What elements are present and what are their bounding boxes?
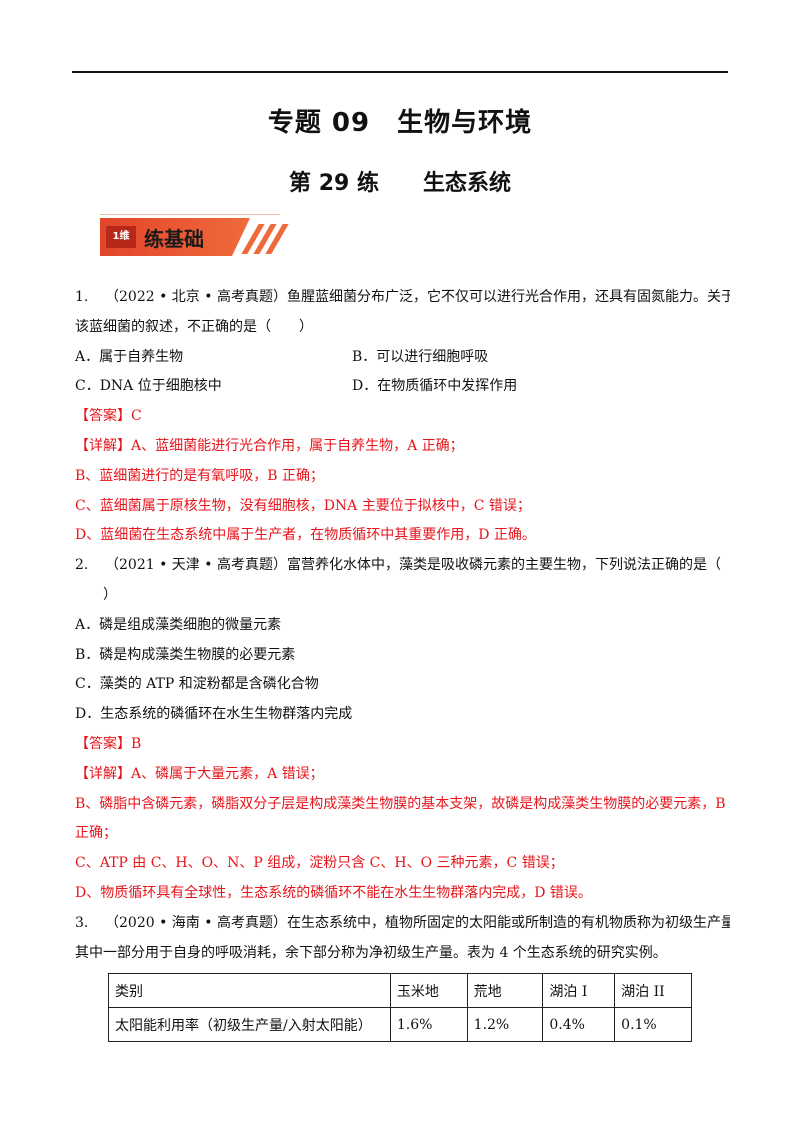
- table-header-cell: 荒地: [466, 973, 544, 1008]
- data-table: 类别 玉米地 荒地 湖泊 I 湖泊 II 太阳能利用率（初级生产量/入射太阳能）…: [108, 973, 692, 1042]
- question-stem: 鱼腥蓝细菌分布广泛，它不仅可以进行光合作用，还具有固氮能力。关于: [286, 289, 730, 305]
- table-cell: 1.2%: [466, 1007, 544, 1042]
- answer-line: 【答案】C: [75, 402, 730, 432]
- question-content: 1. （2022 • 北京 • 高考真题）鱼腥蓝细菌分布广泛，它不仅可以进行光合作…: [75, 283, 730, 968]
- question-number: 2.: [75, 557, 89, 574]
- question-stem: 富营养化水体中，藻类是吸收磷元素的主要生物，下列说法正确的是（: [286, 557, 721, 574]
- answer-label: 【答案】: [75, 735, 131, 752]
- answer-value: B: [131, 735, 142, 752]
- top-rule: [72, 71, 728, 73]
- option-c: C．藻类的 ATP 和淀粉都是含磷化合物: [75, 676, 319, 693]
- explain-line: 正确；: [75, 825, 117, 842]
- table-cell: 0.4%: [542, 1007, 616, 1042]
- answer-line: 【答案】B: [75, 730, 730, 760]
- answer-label: 【答案】: [75, 408, 131, 425]
- explain-line: B、蓝细菌进行的是有氧呼吸，B 正确；: [75, 467, 325, 484]
- table-header-cell: 玉米地: [389, 973, 468, 1008]
- question-stem: ）: [75, 586, 117, 603]
- table-header-cell: 类别: [108, 973, 391, 1008]
- explain-line: 【详解】A、蓝细菌能进行光合作用，属于自养生物，A 正确；: [75, 437, 464, 454]
- banner-top-line: [100, 214, 280, 215]
- answer-value: C: [131, 408, 142, 425]
- question-stem: 其中一部分用于自身的呼吸消耗，余下部分称为净初级生产量。表为 4 个生态系统的研…: [75, 944, 667, 961]
- question-source: （2022 • 北京 • 高考真题）: [105, 289, 287, 305]
- explain-line: C、蓝细菌属于原核生物，没有细胞核，DNA 主要位于拟核中，C 错误；: [75, 497, 531, 514]
- option-c: C．DNA 位于细胞核中: [75, 378, 222, 395]
- question-source: （2021 • 天津 • 高考真题）: [105, 557, 287, 574]
- banner-tag: 1维: [106, 226, 136, 248]
- explain-line: D、物质循环具有全球性，生态系统的磷循环不能在水生生物群落内完成，D 错误。: [75, 884, 592, 901]
- option-a: A．属于自养生物: [75, 348, 184, 365]
- option-b: B．磷是构成藻类生物膜的必要元素: [75, 646, 296, 663]
- option-d: D．生态系统的磷循环在水生生物群落内完成: [75, 706, 353, 723]
- options-row: A．属于自养生物 B．可以进行细胞呼吸: [75, 343, 730, 373]
- table-header-cell: 湖泊 I: [542, 973, 616, 1008]
- section-banner: 1维 练基础: [100, 214, 290, 258]
- page-subtitle: 第 29 练 生态系统: [289, 171, 511, 196]
- explain-line: D、蓝细菌在生态系统中属于生产者，在物质循环中其重要作用，D 正确。: [75, 527, 536, 544]
- option-d: D．在物质循环中发挥作用: [352, 378, 518, 395]
- explain-line: C、ATP 由 C、H、O、N、P 组成，淀粉只含 C、H、O 三种元素，C 错…: [75, 855, 564, 872]
- explain-line: 【详解】A、磷属于大量元素，A 错误；: [75, 765, 324, 782]
- option-a: A．磷是组成藻类细胞的微量元素: [75, 616, 282, 633]
- question-1-line-1: 1. （2022 • 北京 • 高考真题）鱼腥蓝细菌分布广泛，它不仅可以进行光合作…: [75, 283, 730, 313]
- table-cell: 1.6%: [389, 1007, 468, 1042]
- question-source: （2020 • 海南 • 高考真题）: [105, 914, 287, 931]
- question-2-line-1: 2. （2021 • 天津 • 高考真题）富营养化水体中，藻类是吸收磷元素的主要生…: [75, 551, 730, 581]
- table-header-row: 类别 玉米地 荒地 湖泊 I 湖泊 II: [108, 973, 692, 1008]
- question-stem: 该蓝细菌的叙述，不正确的是（ ）: [75, 318, 313, 335]
- table-row: 太阳能利用率（初级生产量/入射太阳能） 1.6% 1.2% 0.4% 0.1%: [108, 1007, 692, 1042]
- table-header-cell: 湖泊 II: [614, 973, 692, 1008]
- question-stem: 在生态系统中，植物所固定的太阳能或所制造的有机物质称为初级生产量，: [286, 914, 730, 931]
- table-cell: 太阳能利用率（初级生产量/入射太阳能）: [108, 1007, 391, 1042]
- explain-line: B、磷脂中含磷元素，磷脂双分子层是构成藻类生物膜的基本支架，故磷是构成藻类生物膜…: [75, 795, 726, 812]
- table-cell: 0.1%: [614, 1007, 692, 1042]
- question-number: 3.: [75, 914, 89, 931]
- page-title: 专题 09 生物与环境: [267, 108, 533, 138]
- options-row: C．DNA 位于细胞核中 D．在物质循环中发挥作用: [75, 372, 730, 402]
- question-number: 1.: [75, 289, 89, 305]
- question-3-line-1: 3. （2020 • 海南 • 高考真题）在生态系统中，植物所固定的太阳能或所制造…: [75, 909, 730, 939]
- banner-label: 练基础: [144, 227, 204, 251]
- option-b: B．可以进行细胞呼吸: [352, 348, 489, 365]
